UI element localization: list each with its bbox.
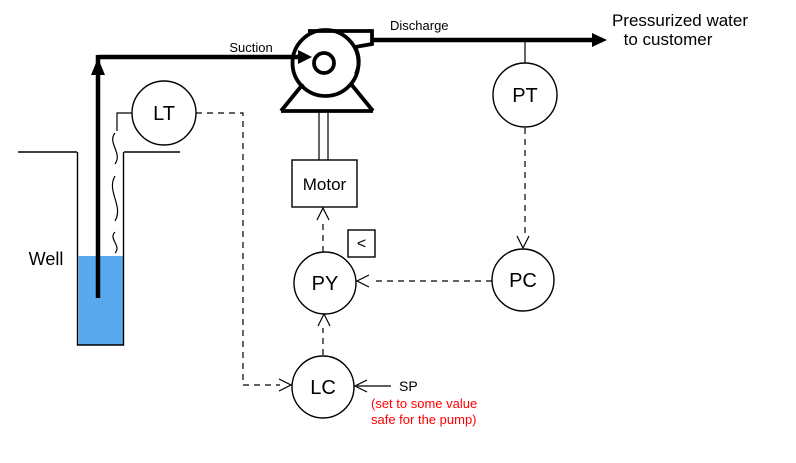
- arrow-into-py-right-icon: [355, 274, 370, 288]
- setpoint-label: SP: [399, 378, 418, 394]
- instrument-lt: LT: [131, 80, 197, 146]
- arrow-into-motor-icon: [316, 206, 330, 221]
- lt-connector: [116, 112, 132, 131]
- pump-casing: [290, 28, 361, 98]
- suction-pipe: [91, 50, 312, 298]
- motor-box: Motor: [291, 159, 358, 208]
- lt-sensing-line: [111, 112, 132, 254]
- capillary-squiggle-3: [112, 231, 118, 254]
- py-tag: PY: [312, 273, 339, 295]
- capillary-squiggle-2: [111, 175, 119, 222]
- instrument-pt: PT: [492, 62, 558, 128]
- low-select-symbol: <: [357, 236, 366, 253]
- discharge-pipe: [371, 33, 607, 47]
- title-line-2: to customer: [624, 30, 713, 49]
- suction-label: Suction: [229, 40, 272, 55]
- pc-circle: [491, 248, 555, 312]
- instrument-pc: PC: [491, 248, 555, 312]
- lc-tag: LC: [310, 377, 336, 399]
- lt-circle: [131, 80, 197, 146]
- arrow-into-lc-right-icon: [353, 379, 368, 393]
- setpoint-note-line-2: safe for the pump): [371, 412, 477, 427]
- instrument-lc: LC: [291, 355, 355, 419]
- pump-inlet-eye: [312, 51, 336, 75]
- discharge-label: Discharge: [390, 18, 449, 33]
- pump-symbol: [279, 28, 375, 160]
- suction-arrow-icon: [298, 50, 312, 64]
- signal-lines: [196, 41, 530, 393]
- lt-tag: LT: [153, 103, 175, 125]
- arrow-into-pc-top-icon: [516, 235, 530, 250]
- title-line-1: Pressurized water: [612, 11, 748, 30]
- pt-circle: [492, 62, 558, 128]
- well-water: [78, 256, 123, 345]
- py-circle: [293, 251, 357, 315]
- instrument-py: PY: [293, 251, 357, 315]
- well-group: [18, 151, 180, 346]
- pump-base: [279, 82, 375, 113]
- pump-shaft: [318, 111, 329, 160]
- low-select-rect: [347, 229, 376, 258]
- pump-volute: [308, 29, 374, 75]
- arrow-into-py-bottom-icon: [317, 312, 331, 327]
- low-select-box: <: [347, 229, 376, 258]
- motor-rect: [291, 159, 358, 208]
- capillary-squiggle-1: [112, 132, 118, 165]
- signal-lt-to-lc: [196, 112, 280, 386]
- arrow-into-lc-left-icon: [278, 378, 293, 392]
- discharge-arrow-icon: [592, 33, 607, 47]
- pt-tag: PT: [512, 85, 538, 107]
- flow-up-arrow-icon: [91, 58, 105, 75]
- well-walls: [76, 152, 125, 346]
- well-label: Well: [29, 249, 64, 269]
- lc-circle: [291, 355, 355, 419]
- pc-tag: PC: [509, 270, 537, 292]
- setpoint-note-line-1: (set to some value: [371, 396, 477, 411]
- motor-label: Motor: [303, 175, 347, 194]
